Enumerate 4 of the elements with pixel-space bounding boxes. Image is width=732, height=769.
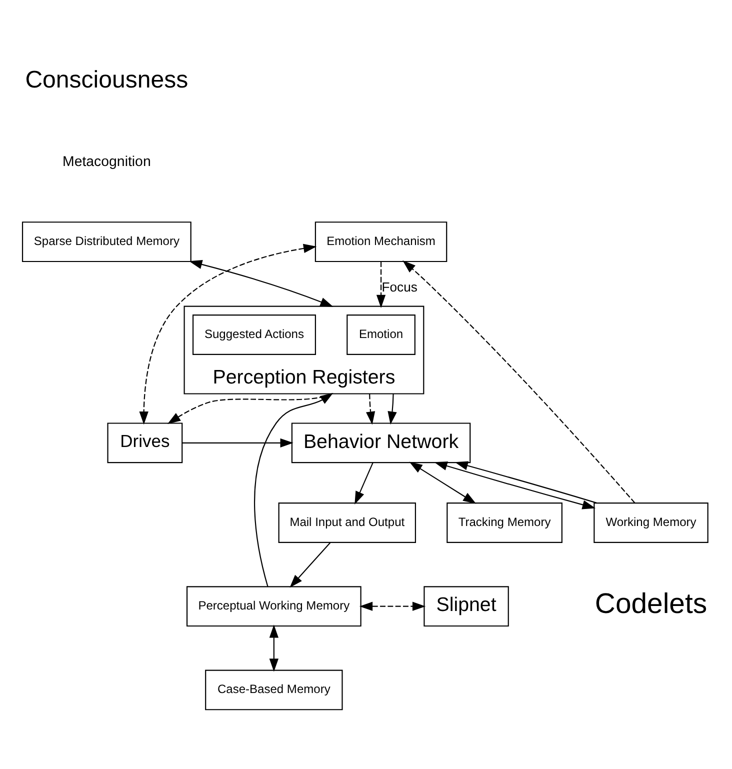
node-text: Metacognition	[62, 153, 151, 170]
edge-label: Focus	[382, 279, 418, 294]
node-text: Consciousness	[25, 66, 188, 93]
node-text: Codelets	[594, 588, 708, 620]
